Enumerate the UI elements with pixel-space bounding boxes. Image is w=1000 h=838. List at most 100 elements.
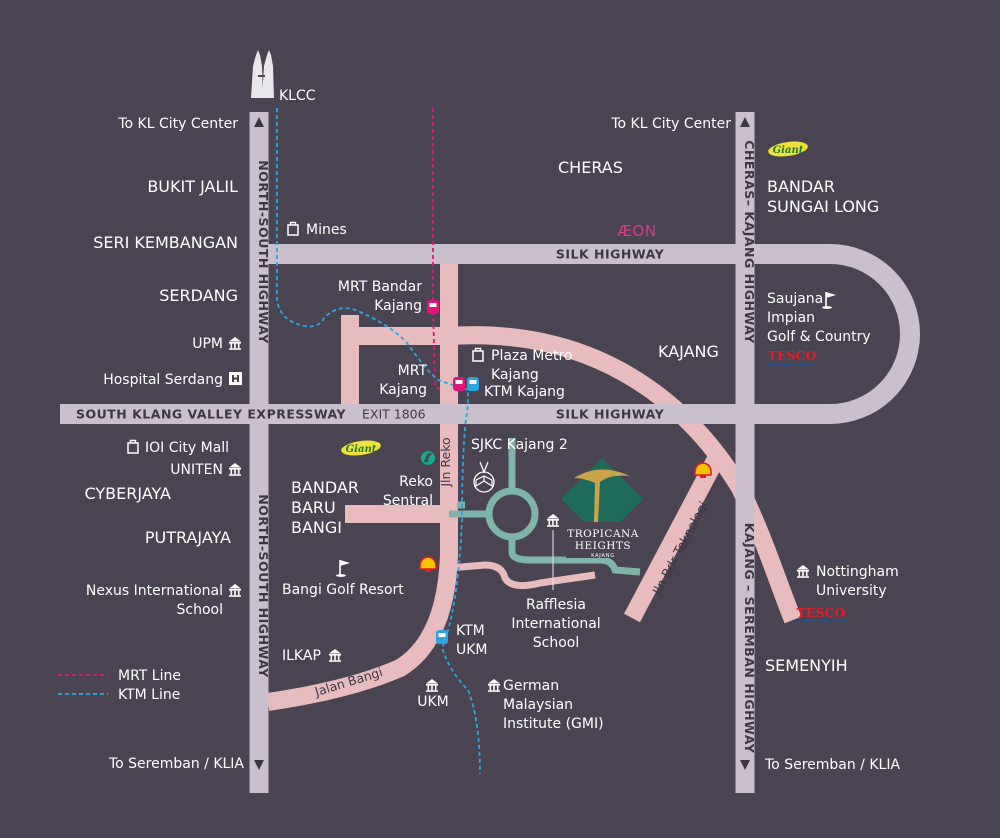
aeon-logo: ÆON <box>617 222 656 240</box>
tesco-logo: TESCO <box>797 605 846 622</box>
label-ioi-city-mall: IOI City Mall <box>145 440 229 456</box>
label-gmi-1: German <box>503 678 559 694</box>
label-mrt-bandar-kajang-1: MRT Bandar <box>338 279 422 295</box>
roads-layer: NORTH-SOUTH HIGHWAY NORTH-SOUTH HIGHWAY … <box>60 112 920 793</box>
label-reko-sentral-2: Sentral <box>383 493 433 509</box>
label-nexus-2: School <box>177 602 223 618</box>
label-mines: Mines <box>306 222 347 238</box>
label-kajang: KAJANG <box>658 342 719 361</box>
label-ktm-ukm-2: UKM <box>456 642 488 658</box>
label-klcc: KLCC <box>279 88 316 104</box>
book-icon <box>473 461 495 493</box>
legend-mrt-label: MRT Line <box>118 668 181 684</box>
label-bbb-2: BARU <box>291 498 336 517</box>
svg-text:TESCO: TESCO <box>768 348 817 363</box>
label-bbb-3: BANGI <box>291 518 342 537</box>
label-bbb-1: BANDAR <box>291 478 359 497</box>
svg-text:Giant: Giant <box>346 444 377 455</box>
train-icon[interactable] <box>436 630 448 644</box>
bangi-connector-road <box>448 561 596 590</box>
label-rafflesia-3: School <box>533 635 579 651</box>
svg-text:TESCO: TESCO <box>797 605 846 620</box>
label-hospital-serdang: Hospital Serdang <box>103 372 223 388</box>
label-ukm: UKM <box>417 694 449 710</box>
golf-flag-icon <box>335 559 351 578</box>
institution-icon <box>547 514 559 527</box>
label-saujana-2: Impian <box>767 310 815 326</box>
arrow-up-icon <box>740 117 750 127</box>
silk-highway-loop <box>60 244 920 424</box>
label-cheras: CHERAS <box>558 158 623 177</box>
local-roads <box>266 262 802 711</box>
brand-line-1: TROPICANA <box>567 528 639 540</box>
jalan-bangi-road <box>266 262 458 711</box>
label-mrt-kajang-2: Kajang <box>379 382 427 398</box>
label-to-kl-left[interactable]: To KL City Center <box>117 116 238 132</box>
label-nexus-1: Nexus International <box>86 583 223 599</box>
label-to-seremban-left[interactable]: To Seremban / KLIA <box>108 756 244 772</box>
svg-text:Giant: Giant <box>773 145 804 156</box>
kajang-roundabout <box>449 438 641 576</box>
train-icon[interactable] <box>427 300 439 314</box>
label-saujana-1: Saujana <box>767 291 823 307</box>
label-putrajaya: PUTRAJAYA <box>145 528 231 547</box>
label-plaza-metro-2: Kajang <box>491 367 539 383</box>
label-ilkap: ILKAP <box>282 648 321 664</box>
road-label-jln-reko: Jln Reko <box>438 437 453 487</box>
label-sjkc: SJKC Kajang 2 <box>471 437 568 453</box>
label-plaza-metro-1: Plaza Metro <box>491 348 572 364</box>
shopping-bag-icon <box>127 439 139 454</box>
institution-icon <box>426 679 438 692</box>
label-rafflesia-1: Rafflesia <box>526 597 586 613</box>
label-nottingham-2: University <box>816 583 887 599</box>
road-label-sklve: SOUTH KLANG VALLEY EXPRESSWAY <box>76 407 347 422</box>
label-ktm-kajang: KTM Kajang <box>484 384 565 400</box>
road-label-silk-mid: SILK HIGHWAY <box>556 407 665 422</box>
golf-flag-icon <box>821 291 837 310</box>
label-saujana-3: Golf & Country <box>767 329 871 345</box>
label-ktm-ukm-1: KTM <box>456 623 485 639</box>
legend-ktm-label: KTM Line <box>118 687 180 703</box>
label-uniten: UNITEN <box>170 462 223 478</box>
train-icon[interactable] <box>453 377 465 391</box>
arrow-down-icon <box>254 760 264 770</box>
label-to-seremban-right[interactable]: To Seremban / KLIA <box>764 757 900 773</box>
road-label-north-south-top: NORTH-SOUTH HIGHWAY <box>256 160 271 344</box>
jln-bdr-teknologi-road <box>624 450 726 623</box>
road-label-cheras-kajang: CHERAS– KAJANG HIGHWAY <box>742 140 757 344</box>
shopping-bag-icon <box>472 347 484 362</box>
label-bandar-sungai-long-2: SUNGAI LONG <box>767 197 879 216</box>
highways <box>60 112 920 793</box>
label-mrt-kajang-1: MRT <box>398 363 428 379</box>
label-seri-kembangan: SERI KEMBANGAN <box>93 233 238 252</box>
petronas-towers-icon <box>251 50 274 98</box>
institution-icon <box>329 649 341 662</box>
arrow-down-icon <box>740 760 750 770</box>
brand-line-2: HEIGHTS <box>575 540 631 552</box>
train-icon[interactable] <box>467 377 479 391</box>
institution-icon <box>488 679 500 692</box>
label-serdang: SERDANG <box>159 286 238 305</box>
road-label-north-south-bottom: NORTH-SOUTH HIGHWAY <box>256 494 271 678</box>
label-to-kl-right[interactable]: To KL City Center <box>610 116 731 132</box>
highway-arrows <box>254 117 750 770</box>
label-mrt-bandar-kajang-2: Kajang <box>374 298 422 314</box>
label-bukit-jalil: BUKIT JALIL <box>147 177 238 196</box>
label-rafflesia-2: International <box>511 616 600 632</box>
mrt-line-path <box>432 108 443 393</box>
road-label-kajang-seremban: KAJANG – SEREMBAN HIGHWAY <box>742 523 757 754</box>
shell-station-icon <box>694 462 712 479</box>
hospital-icon <box>229 372 242 385</box>
tesco-logo: TESCO <box>768 348 817 365</box>
rail-lines <box>276 108 481 775</box>
road-label-exit: EXIT 1806 <box>362 407 426 422</box>
institution-icon <box>229 337 241 350</box>
label-bandar-sungai-long-1: BANDAR <box>767 177 835 196</box>
road-label-silk-top: SILK HIGHWAY <box>556 247 665 262</box>
label-cyberjaya: CYBERJAYA <box>85 484 172 503</box>
label-bangi-golf: Bangi Golf Resort <box>282 582 404 598</box>
label-gmi-3: Institute (GMI) <box>503 716 604 732</box>
giant-logo: Giant <box>768 141 808 157</box>
